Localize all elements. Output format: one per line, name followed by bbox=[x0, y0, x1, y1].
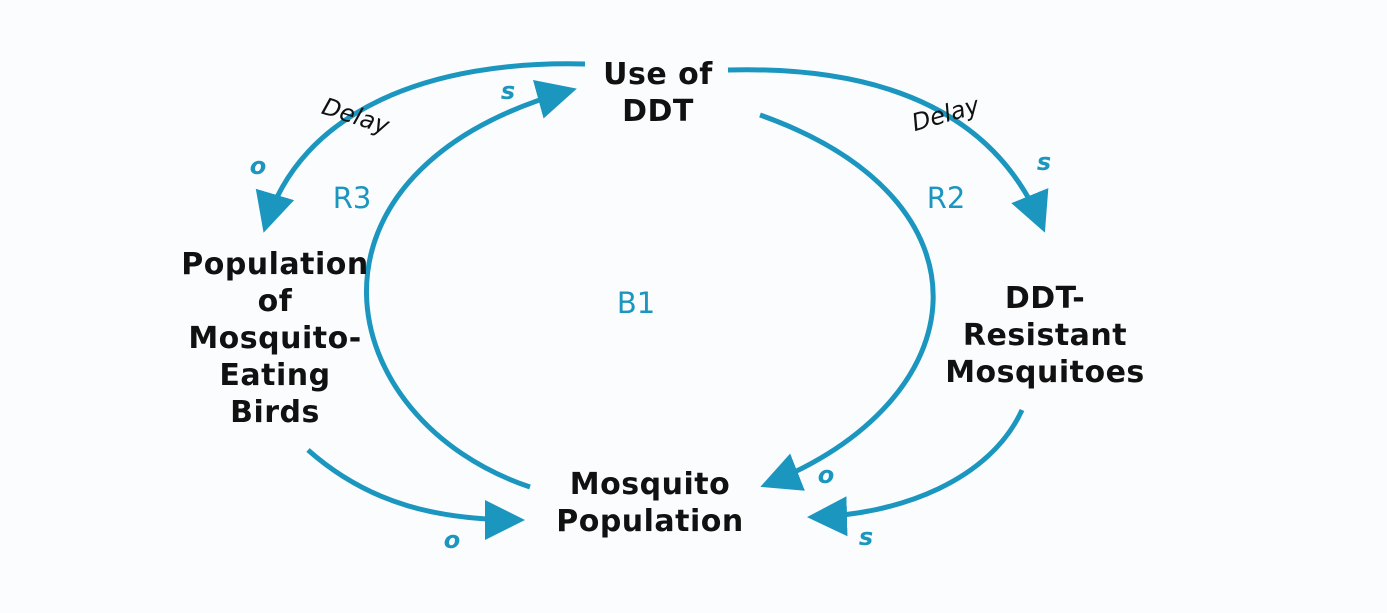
node-mosquito-eating-birds: Population of Mosquito- Eating Birds bbox=[180, 246, 370, 431]
node-text-line: Mosquito bbox=[569, 467, 731, 502]
node-text-line: Population bbox=[181, 247, 369, 282]
node-text-line: Birds bbox=[230, 395, 320, 430]
link-ddt-to-population bbox=[759, 112, 936, 491]
polarity-ddt-to-birds: o bbox=[250, 152, 267, 180]
node-text-line: DDT bbox=[622, 94, 694, 129]
node-text-line: of bbox=[257, 284, 293, 319]
polarity-ddt-to-population: o bbox=[818, 461, 835, 489]
link-ddt-to-birds bbox=[255, 61, 586, 233]
node-text-line: Mosquito- bbox=[188, 321, 362, 356]
node-text-line: DDT- bbox=[1004, 281, 1086, 316]
polarity-population-to-ddt: s bbox=[501, 77, 515, 105]
node-mosquito-population: Mosquito Population bbox=[545, 466, 755, 540]
node-text-line: Resistant bbox=[962, 318, 1128, 353]
link-birds-to-population bbox=[306, 448, 525, 540]
polarity-resistant-to-population: s bbox=[859, 523, 873, 551]
node-use-of-ddt: Use of DDT bbox=[588, 56, 728, 130]
node-text-line: Eating bbox=[219, 358, 331, 393]
node-text-line: Use of bbox=[603, 57, 713, 92]
link-population-to-ddt bbox=[364, 79, 577, 490]
loop-label-r2: R2 bbox=[927, 181, 966, 215]
link-resistant-to-population bbox=[807, 408, 1025, 537]
polarity-ddt-to-resistant: s bbox=[1037, 148, 1051, 176]
node-ddt-resistant-mosquitoes: DDT- Resistant Mosquitoes bbox=[940, 280, 1150, 391]
loop-label-r3: R3 bbox=[333, 181, 372, 215]
loop-label-b1: B1 bbox=[617, 286, 655, 320]
link-ddt-to-resistant bbox=[727, 67, 1049, 233]
node-text-line: Mosquitoes bbox=[945, 355, 1145, 390]
node-text-line: Population bbox=[556, 504, 744, 539]
polarity-birds-to-population: o bbox=[444, 526, 461, 554]
